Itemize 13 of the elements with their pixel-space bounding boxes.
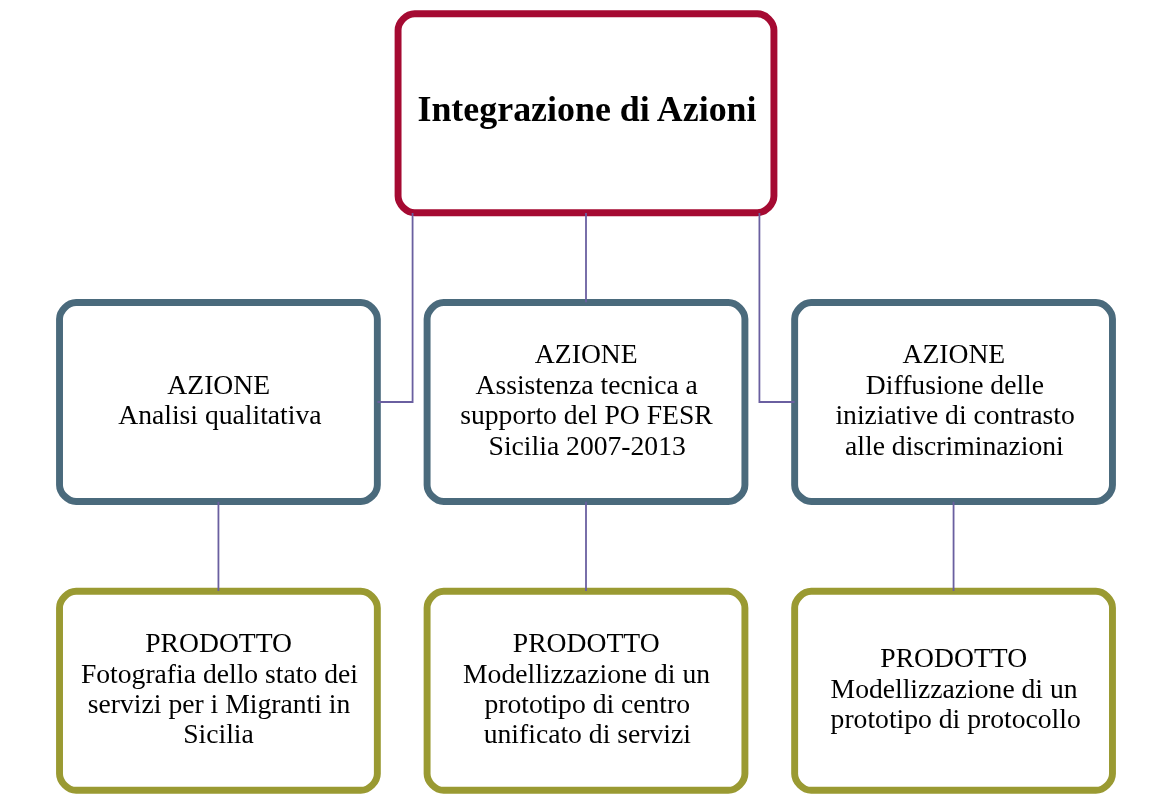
node-box: AZIONE Assistenza tecnica a supporto del PO FESR Sicilia 2007-2013: [423, 299, 749, 505]
connector: [758, 212, 796, 403]
connector: [585, 212, 587, 304]
node-box: Integrazione di Azioni: [394, 10, 778, 217]
node-box: AZIONE Diffusione delle iniziative di contrasto alle discriminazioni: [791, 299, 1116, 505]
node-box: PRODOTTO Fotografia dello stato dei servizi per i Migranti in Sicilia: [56, 587, 381, 794]
node-box: PRODOTTO Modellizzazione di un prototipo di protocollo: [791, 587, 1116, 794]
connector: [376, 212, 414, 403]
connector: [952, 500, 955, 592]
node-box: AZIONE Analisi qualitativa: [56, 299, 381, 505]
node-box: PRODOTTO Modellizzazione di un prototipo di centro unificato di servizi: [423, 587, 749, 794]
connector: [585, 500, 587, 592]
connector: [217, 500, 220, 592]
